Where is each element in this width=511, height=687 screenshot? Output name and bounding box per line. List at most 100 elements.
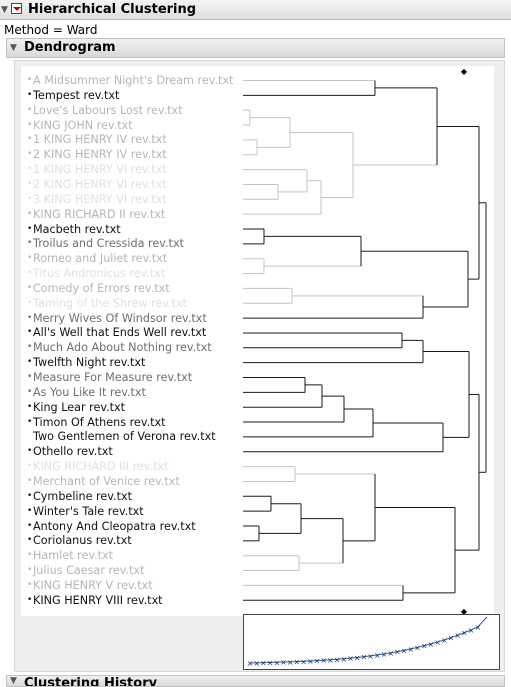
leaf-label[interactable]: •Taming of the Shrew rev.txt bbox=[27, 296, 187, 311]
bullet-icon: • bbox=[27, 446, 33, 457]
bullet-icon: • bbox=[27, 104, 33, 115]
bullet-icon: • bbox=[27, 119, 33, 130]
dendrogram-header[interactable]: ▼ Dendrogram bbox=[6, 38, 505, 58]
scree-point-marker: × bbox=[421, 642, 428, 651]
leaf-label-text: 2 KING HENRY VI rev.txt bbox=[33, 177, 167, 191]
leaf-label[interactable]: •Comedy of Errors rev.txt bbox=[27, 281, 170, 296]
leaf-label[interactable]: •1 KING HENRY VI rev.txt bbox=[27, 162, 167, 177]
leaf-label-text: Measure For Measure rev.txt bbox=[33, 371, 193, 384]
leaf-label[interactable]: •Macbeth rev.txt bbox=[27, 222, 121, 237]
leaf-label-text: Othello rev.txt bbox=[33, 445, 113, 459]
scree-point-marker: × bbox=[454, 631, 461, 640]
leaf-label[interactable]: •1 KING HENRY IV rev.txt bbox=[27, 132, 167, 147]
leaf-label[interactable]: Two Gentlemen of Verona rev.txt bbox=[27, 429, 216, 444]
leaf-label[interactable]: •Tempest rev.txt bbox=[27, 88, 119, 103]
bullet-icon: • bbox=[27, 149, 33, 160]
scree-plot[interactable]: ××××××××××××××××××××××××××××××××××× bbox=[243, 614, 500, 670]
leaf-label[interactable]: •KING JOHN rev.txt bbox=[27, 118, 133, 133]
leaf-label[interactable]: •Titus Andronicus rev.txt bbox=[27, 266, 165, 281]
scree-point-marker: × bbox=[374, 651, 381, 660]
leaf-label-list: •A Midsummer Night's Dream rev.txt•Tempe… bbox=[21, 66, 243, 616]
leaf-label[interactable]: •Twelfth Night rev.txt bbox=[27, 355, 145, 370]
bullet-icon: • bbox=[27, 238, 33, 249]
scree-point-marker: × bbox=[280, 658, 287, 667]
disclosure-triangle-icon[interactable]: ▼ bbox=[10, 676, 17, 686]
leaf-label[interactable]: •Winter's Tale rev.txt bbox=[27, 504, 144, 519]
leaf-label[interactable]: •Much Ado About Nothing rev.txt bbox=[27, 340, 212, 355]
scree-point-marker: × bbox=[354, 653, 361, 662]
dendrogram-svg: ◆◆ bbox=[243, 67, 487, 616]
scree-point-marker: × bbox=[314, 657, 321, 666]
scree-point-marker: × bbox=[387, 649, 394, 658]
scree-point-marker: × bbox=[474, 623, 481, 632]
scree-point-marker: × bbox=[267, 658, 274, 667]
leaf-label[interactable]: •KING HENRY VIII rev.txt bbox=[27, 593, 163, 608]
scree-point-marker: × bbox=[253, 659, 260, 668]
scree-point-marker: × bbox=[334, 655, 341, 664]
leaf-label-text: Taming of the Shrew rev.txt bbox=[33, 296, 187, 310]
leaf-label-text: Antony And Cleopatra rev.txt bbox=[33, 519, 196, 533]
scree-point-marker: × bbox=[307, 657, 314, 666]
scree-point-marker: × bbox=[287, 658, 294, 667]
leaf-label[interactable]: •2 KING HENRY VI rev.txt bbox=[27, 177, 167, 192]
clustering-history-header[interactable]: ▼ Clustering History bbox=[6, 675, 505, 687]
bullet-icon: • bbox=[27, 223, 33, 234]
scree-point-marker: × bbox=[448, 634, 455, 643]
leaf-label-text: Twelfth Night rev.txt bbox=[33, 356, 146, 370]
leaf-label[interactable]: •All's Well that Ends Well rev.txt bbox=[27, 325, 206, 340]
dendrogram-plot[interactable]: ◆◆ bbox=[243, 66, 494, 616]
scree-point-marker: × bbox=[407, 645, 414, 654]
scree-point-marker: × bbox=[468, 626, 475, 635]
leaf-label-text: Two Gentlemen of Verona rev.txt bbox=[33, 430, 216, 444]
bullet-icon: • bbox=[27, 490, 33, 501]
bullet-icon: • bbox=[27, 75, 33, 85]
bullet-icon: • bbox=[27, 89, 33, 100]
leaf-label[interactable]: •Love's Labours Lost rev.txt bbox=[27, 103, 183, 118]
scree-point-marker: × bbox=[347, 654, 354, 663]
leaf-label-text: KING HENRY VIII rev.txt bbox=[33, 593, 163, 607]
leaf-label-text: Much Ado About Nothing rev.txt bbox=[33, 341, 212, 355]
leaf-label[interactable]: •KING RICHARD II rev.txt bbox=[27, 207, 165, 222]
leaf-label[interactable]: •KING HENRY V rev.txt bbox=[27, 578, 153, 593]
leaf-label-text: A Midsummer Night's Dream rev.txt bbox=[33, 74, 234, 87]
disclosure-triangle-icon[interactable]: ▼ bbox=[1, 5, 8, 15]
leaf-label[interactable]: •As You Like It rev.txt bbox=[27, 385, 146, 400]
leaf-label-text: Romeo and Juliet rev.txt bbox=[33, 252, 168, 266]
leaf-label[interactable]: •Romeo and Juliet rev.txt bbox=[27, 251, 167, 266]
leaf-label-text: Love's Labours Lost rev.txt bbox=[33, 103, 183, 117]
scree-point-marker: × bbox=[300, 657, 307, 666]
leaf-label[interactable]: •Antony And Cleopatra rev.txt bbox=[27, 519, 196, 534]
bullet-icon: • bbox=[27, 535, 33, 546]
leaf-label-text: KING RICHARD II rev.txt bbox=[33, 207, 166, 221]
leaf-label[interactable]: •Cymbeline rev.txt bbox=[27, 489, 132, 504]
leaf-label[interactable]: •Coriolanus rev.txt bbox=[27, 533, 132, 548]
bullet-icon: • bbox=[27, 579, 33, 590]
leaf-label[interactable]: •3 KING HENRY VI rev.txt bbox=[27, 192, 167, 207]
leaf-label[interactable]: •Merry Wives Of Windsor rev.txt bbox=[27, 311, 207, 326]
scree-point-marker: × bbox=[394, 648, 401, 657]
leaf-label[interactable]: •Julius Caesar rev.txt bbox=[27, 563, 144, 578]
leaf-label[interactable]: •2 KING HENRY IV rev.txt bbox=[27, 147, 167, 162]
method-label: Method = Ward bbox=[4, 23, 98, 37]
leaf-label[interactable]: •A Midsummer Night's Dream rev.txt bbox=[27, 73, 233, 88]
dendrogram-title: Dendrogram bbox=[24, 40, 116, 55]
leaf-label[interactable]: •KING RICHARD III rev.txt bbox=[27, 459, 169, 474]
leaf-label[interactable]: •Timon Of Athens rev.txt bbox=[27, 415, 166, 430]
scree-point-marker: × bbox=[247, 659, 254, 668]
red-triangle-menu-icon[interactable] bbox=[11, 3, 22, 14]
leaf-label[interactable]: •Merchant of Venice rev.txt bbox=[27, 474, 180, 489]
hierarchical-clustering-header[interactable]: ▼ Hierarchical Clustering bbox=[0, 0, 511, 20]
leaf-label[interactable]: •Othello rev.txt bbox=[27, 444, 113, 459]
leaf-label-text: Troilus and Cressida rev.txt bbox=[33, 237, 184, 251]
leaf-label-text: Winter's Tale rev.txt bbox=[33, 504, 144, 518]
scree-line bbox=[249, 616, 488, 664]
scree-point-marker: × bbox=[320, 656, 327, 665]
disclosure-triangle-icon[interactable]: ▼ bbox=[10, 43, 17, 53]
leaf-label-text: KING JOHN rev.txt bbox=[33, 118, 133, 132]
leaf-label[interactable]: •Measure For Measure rev.txt bbox=[27, 370, 192, 385]
leaf-label[interactable]: •Troilus and Cressida rev.txt bbox=[27, 236, 184, 251]
leaf-label[interactable]: •King Lear rev.txt bbox=[27, 400, 125, 415]
leaf-label[interactable]: •Hamlet rev.txt bbox=[27, 548, 113, 563]
bullet-icon: • bbox=[27, 193, 33, 204]
leaf-label-text: KING HENRY V rev.txt bbox=[33, 578, 153, 592]
